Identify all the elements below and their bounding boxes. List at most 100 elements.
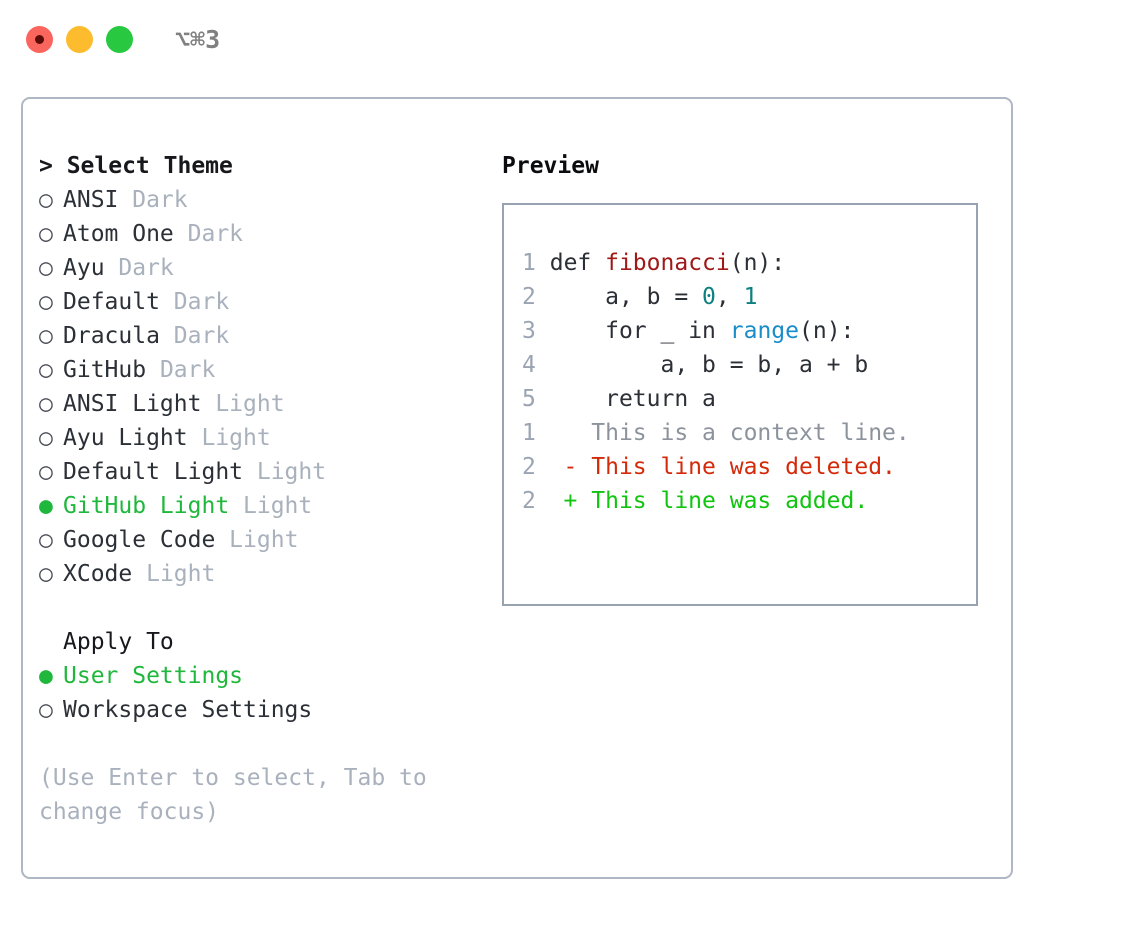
theme-option-label: Google Code xyxy=(63,527,216,553)
radio-selected-icon: ● xyxy=(39,663,53,689)
theme-option-variant: Dark xyxy=(173,221,244,247)
preview-title: Preview xyxy=(502,153,599,179)
preview-column: Preview 1 def fibonacci(n):2 a, b = 0, 1… xyxy=(502,149,992,606)
apply-to-option-label: Workspace Settings xyxy=(63,697,313,723)
diff-line-text: This is a context line. xyxy=(535,420,910,446)
theme-option-ayu[interactable]: ○Ayu Dark xyxy=(39,251,469,285)
code-indent xyxy=(536,386,605,412)
code-line: 1 def fibonacci(n): xyxy=(522,246,968,280)
theme-option-default[interactable]: ○ Default Dark xyxy=(39,285,469,319)
code-token-bi: range xyxy=(729,318,799,344)
theme-option-label: Ayu Light xyxy=(63,425,188,451)
minimize-button[interactable] xyxy=(66,25,93,53)
code-indent xyxy=(536,250,550,276)
theme-option-label: Default xyxy=(63,289,160,315)
theme-option-github[interactable]: ○ GitHub Dark xyxy=(39,353,469,387)
zoom-button[interactable] xyxy=(106,25,133,53)
theme-option-label: ANSI xyxy=(63,187,119,213)
keyboard-shortcut-label: ⌥⌘3 xyxy=(175,24,221,54)
code-line-number: 4 xyxy=(522,352,536,378)
diff-line-context: 1 This is a context line. xyxy=(522,416,968,450)
theme-option-label: Dracula xyxy=(63,323,160,349)
code-line-number: 5 xyxy=(522,386,536,412)
theme-option-variant: Dark xyxy=(159,289,230,315)
code-indent xyxy=(536,318,605,344)
main-panel: > Select Theme ○ANSI Dark○Atom One Dark○… xyxy=(21,97,1013,879)
code-token-plain: (n): xyxy=(729,250,786,276)
diff-line-deleted: 2 - This line was deleted. xyxy=(522,450,968,484)
radio-unselected-icon: ○ xyxy=(39,391,53,417)
apply-to-header: Apply To xyxy=(63,629,174,655)
theme-option-ayu-light[interactable]: ○Ayu Light Light xyxy=(39,421,469,455)
code-token-plain: _ xyxy=(660,318,689,344)
radio-unselected-icon: ○ xyxy=(39,187,53,213)
theme-option-default-light[interactable]: ○Default Light Light xyxy=(39,455,469,489)
theme-option-label: Default Light xyxy=(63,459,244,485)
select-theme-header: > Select Theme xyxy=(39,153,233,179)
theme-option-label: GitHub xyxy=(63,357,147,383)
code-token-plain: a, b = xyxy=(605,284,703,310)
list-spacer xyxy=(39,591,469,625)
radio-unselected-icon: ○ xyxy=(39,459,53,485)
code-token-kw: def xyxy=(549,250,606,276)
radio-unselected-icon: ○ xyxy=(39,289,53,315)
theme-option-ansi-light[interactable]: ○ ANSI Light Light xyxy=(39,387,469,421)
radio-unselected-icon: ○ xyxy=(39,357,53,383)
code-token-plain: , xyxy=(715,284,744,310)
code-token-fn: fibonacci xyxy=(605,250,730,276)
code-token-num: 0 xyxy=(702,284,716,310)
close-icon xyxy=(35,34,44,44)
code-indent xyxy=(536,284,605,310)
theme-option-label: ANSI Light xyxy=(63,391,202,417)
theme-option-variant: Light xyxy=(132,561,216,587)
window-controls xyxy=(26,25,133,53)
radio-unselected-icon: ○ xyxy=(39,697,53,723)
diff-line-text: + This line was added. xyxy=(535,488,869,514)
theme-option-google-code[interactable]: ○ Google Code Light xyxy=(39,523,469,557)
radio-unselected-icon: ○ xyxy=(39,221,53,247)
code-indent xyxy=(536,352,661,378)
code-line: 4 a, b = b, a + b xyxy=(522,348,968,382)
theme-option-variant: Light xyxy=(215,527,299,553)
diff-line-added: 2 + This line was added. xyxy=(522,484,968,518)
theme-option-atom-one[interactable]: ○Atom One Dark xyxy=(39,217,469,251)
close-button[interactable] xyxy=(26,25,53,53)
apply-to-option-user-settings[interactable]: ●User Settings xyxy=(39,659,469,693)
theme-option-variant: Dark xyxy=(104,255,174,281)
theme-picker-column: > Select Theme ○ANSI Dark○Atom One Dark○… xyxy=(39,149,469,829)
diff-line-number: 1 xyxy=(522,420,536,446)
diff-line-number: 2 xyxy=(522,454,536,480)
code-line: 5 return a xyxy=(522,382,968,416)
diff-line-text: - This line was deleted. xyxy=(535,454,896,480)
radio-unselected-icon: ○ xyxy=(39,323,53,349)
theme-option-variant: Light xyxy=(229,493,313,519)
theme-option-label: XCode xyxy=(63,561,133,587)
theme-option-ansi[interactable]: ○ ANSI Dark xyxy=(39,183,469,217)
code-line: 2 a, b = 0, 1 xyxy=(522,280,968,314)
theme-option-variant: Dark xyxy=(159,323,230,349)
theme-option-github-light[interactable]: ● GitHub Light Light xyxy=(39,489,469,523)
code-token-num: 1 xyxy=(743,284,758,310)
theme-option-label: GitHub Light xyxy=(63,493,230,519)
radio-unselected-icon: ○ xyxy=(39,527,53,553)
code-token-plain: (n): xyxy=(799,318,855,344)
theme-option-xcode[interactable]: ○XCode Light xyxy=(39,557,469,591)
theme-option-variant: Dark xyxy=(146,357,216,383)
code-token-kw: for xyxy=(605,318,661,344)
code-token-plain: a xyxy=(702,386,716,412)
theme-option-variant: Dark xyxy=(118,187,188,213)
apply-to-list[interactable]: ●User Settings ○ Workspace Settings xyxy=(39,659,469,727)
theme-list[interactable]: ○ANSI Dark○Atom One Dark○Ayu Dark○Defaul… xyxy=(39,183,469,591)
theme-option-variant: Light xyxy=(187,425,271,451)
apply-to-option-workspace-settings[interactable]: ○ Workspace Settings xyxy=(39,693,469,727)
code-token-plain: a, b = b, a + b xyxy=(660,352,869,378)
code-line-number: 1 xyxy=(522,250,536,276)
code-token-kw: in xyxy=(688,318,730,344)
theme-option-variant: Light xyxy=(201,391,285,417)
radio-selected-icon: ● xyxy=(39,493,53,519)
help-hint: (Use Enter to select, Tab to change focu… xyxy=(39,765,427,825)
theme-option-dracula[interactable]: ○ Dracula Dark xyxy=(39,319,469,353)
